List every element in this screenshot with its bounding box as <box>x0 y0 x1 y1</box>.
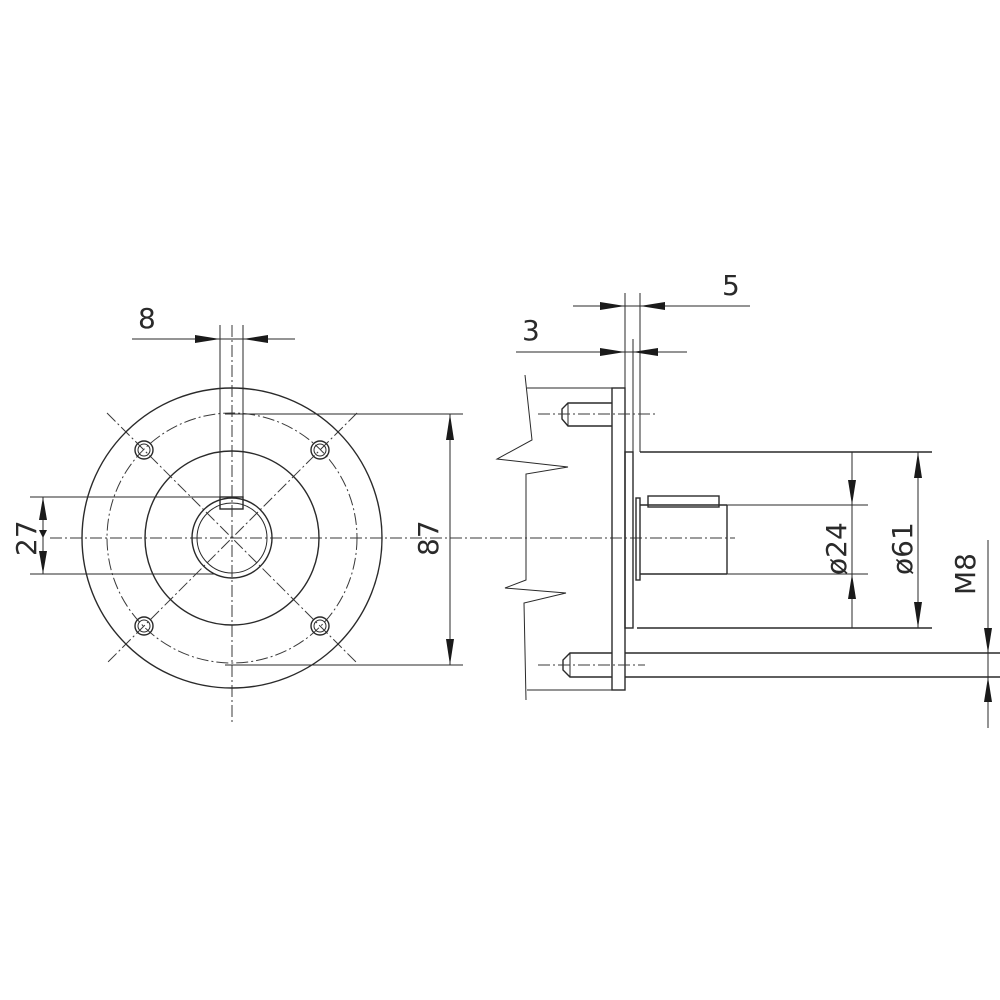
mounting-plate <box>611 387 626 691</box>
dimension-label-total-thickness: 5 <box>722 269 740 302</box>
diagonal-centerline <box>106 412 358 664</box>
body-circle <box>144 450 320 626</box>
side-view: 5 3 ø24 ø61 M8 <box>490 269 1000 728</box>
dimension-label-key-width: 8 <box>138 302 156 335</box>
dimension-label-plate-thickness: 3 <box>522 314 540 347</box>
dimension-label-thread: M8 <box>949 553 982 595</box>
shaft-inner-circle <box>196 502 268 574</box>
bolt-circle <box>106 412 358 664</box>
dimension-label-shaft-diameter: ø24 <box>820 522 853 575</box>
front-view: 8 27 87 <box>10 302 490 722</box>
dimension-label-bolt-spacing: 87 <box>412 520 445 556</box>
keyway <box>219 496 244 510</box>
dimension-label-body-diameter: ø61 <box>886 522 919 575</box>
flange-outer-circle <box>81 387 383 689</box>
wall-break-line <box>495 374 569 701</box>
top-stud <box>538 402 658 427</box>
bottom-stud <box>538 652 1000 678</box>
key <box>647 495 720 508</box>
shaft-outer-circle <box>191 497 273 579</box>
dimension-label-key-height: 27 <box>10 520 43 556</box>
flange-plate <box>624 451 634 629</box>
bolt-holes <box>134 440 330 636</box>
